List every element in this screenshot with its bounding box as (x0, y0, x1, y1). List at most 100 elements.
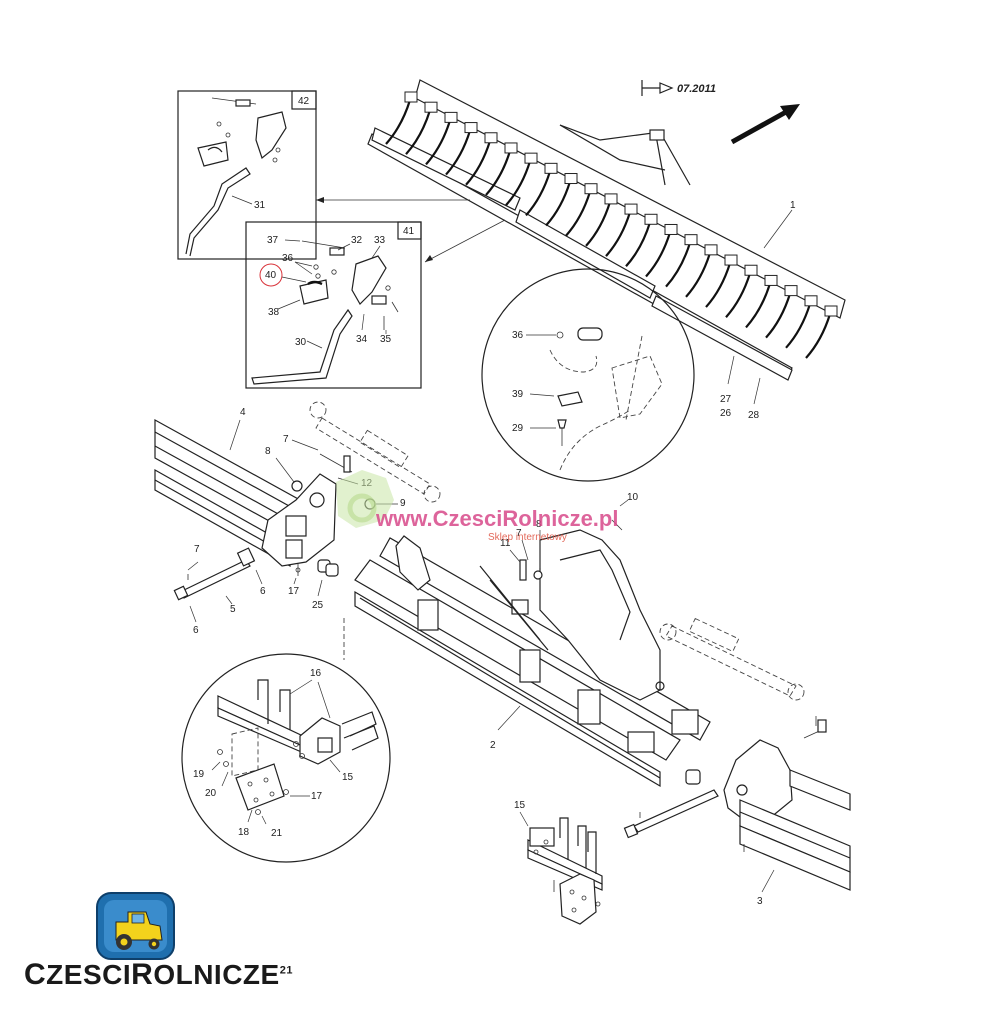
callout-8-left: 8 (265, 446, 271, 457)
box-number-41: 41 (403, 226, 415, 237)
harrow-tine (465, 140, 492, 186)
tine-holder (524, 152, 538, 164)
harrow-tine (785, 303, 812, 349)
tractor-logo-icon (96, 892, 175, 960)
tine-holder (504, 142, 518, 154)
main-frame: 2 (343, 529, 711, 788)
brand-initial-r: R (131, 958, 154, 991)
callout-2: 2 (490, 740, 496, 751)
harrow-tine (445, 130, 472, 176)
center-pins: 10 11 7 8 (500, 492, 639, 581)
callout-8-center: 8 (536, 519, 542, 530)
brand-word-1: ZESCI (46, 959, 132, 990)
tine-holder (464, 122, 478, 134)
detail-box-41: 41 37 32 33 36 40 38 34 35 30 (245, 221, 422, 389)
harrow-tine (505, 160, 532, 206)
callout-5: 5 (230, 604, 236, 615)
harrow-tine (665, 242, 692, 288)
tine-holder (784, 285, 798, 297)
tine-holder (744, 264, 758, 276)
tine-holder (564, 173, 578, 185)
harrow-tine (485, 150, 512, 196)
callout-34: 34 (356, 334, 368, 345)
harrow-tine (565, 191, 592, 237)
harrow-tine (685, 252, 712, 298)
brand-word-2: OLNICZE (153, 959, 280, 990)
brand-suffix: 21 (279, 964, 293, 977)
harrow-tines (385, 91, 838, 359)
harrow-tine (525, 171, 552, 217)
callout-31: 31 (254, 200, 266, 211)
tine-holder (684, 234, 698, 246)
tine-holder (704, 244, 718, 256)
hydraulic-cylinder-upper (309, 401, 441, 503)
left-wing-frame: 4 (154, 407, 337, 568)
tine-holder (484, 132, 498, 144)
tine-holder (444, 111, 458, 123)
harrow-tine (545, 181, 572, 227)
pin-assembly-left: 7 5 6 6 (173, 544, 266, 636)
direction-arrow-icon (730, 104, 800, 145)
box-number-42: 42 (298, 96, 310, 107)
callout-15-circle: 15 (342, 772, 354, 783)
callout-15-bottom: 15 (514, 800, 526, 811)
tine-holder (604, 193, 618, 205)
harrow-tine (625, 221, 652, 268)
callout-9: 9 (400, 498, 406, 509)
harrow-tine (765, 293, 792, 339)
callout-37: 37 (267, 235, 279, 246)
tine-holder (424, 101, 438, 113)
tine-holder (824, 305, 838, 317)
tine-holder (624, 203, 638, 215)
harrow-tine (385, 99, 412, 145)
callout-4: 4 (240, 407, 246, 418)
callout-36-box41: 36 (282, 253, 294, 264)
date-label: 07.2011 (677, 83, 716, 95)
callout-40: 40 (265, 270, 277, 281)
tine-holder (584, 183, 598, 195)
callout-21: 21 (271, 828, 283, 839)
callout-18: 18 (238, 827, 250, 838)
callout-25: 25 (312, 600, 324, 611)
tine-holder (804, 295, 818, 307)
watermark-tagline: Sklep internetowy (488, 532, 567, 543)
callout-16: 16 (310, 668, 322, 679)
right-wing-frame: 3 (723, 716, 851, 907)
harrow-tine (725, 272, 752, 318)
callout-33: 33 (374, 235, 386, 246)
callout-6-mid: 6 (260, 586, 266, 597)
hydraulic-cylinder-lower (659, 617, 805, 701)
highlight-circle (259, 263, 283, 287)
brand-wordmark: CZESCIROLNICZE21 (24, 958, 293, 992)
callout-28: 28 (748, 410, 760, 421)
callout-17-circle: 17 (311, 791, 323, 802)
detail-circle-bracket: 16 15 17 19 20 18 21 (181, 653, 391, 863)
callout-20: 20 (205, 788, 217, 799)
pin-assembly-right (623, 769, 745, 852)
harrow-tine (425, 120, 452, 166)
callout-38: 38 (268, 307, 280, 318)
callout-7-left: 7 (194, 544, 200, 555)
watermark-url: www.CzesciRolnicze.pl (375, 506, 618, 531)
callout-17-left: 17 (288, 586, 300, 597)
callout-7-center: 7 (516, 528, 522, 539)
callout-32: 32 (351, 235, 363, 246)
date-marker: 07.2011 (641, 80, 716, 96)
callout-11: 11 (500, 538, 511, 549)
harrow-tine (405, 109, 432, 155)
harrow-tine (705, 262, 732, 308)
harrow-assembly (367, 79, 846, 381)
brand-initial-c: C (24, 958, 47, 991)
tine-holder (404, 91, 418, 103)
detail-box-42: 42 31 (177, 90, 317, 260)
callout-6-left: 6 (193, 625, 199, 636)
callout-29: 29 (512, 423, 524, 434)
tine-holder (664, 223, 678, 235)
callout-10: 10 (627, 492, 639, 503)
harrow-tine (585, 201, 612, 247)
detail-circle-tine-lock: 36 39 29 (481, 268, 695, 482)
callout-30: 30 (295, 337, 307, 348)
callout-36-circle: 36 (512, 330, 524, 341)
watermark: www.CzesciRolnicze.pl Sklep internetowy (336, 470, 618, 543)
